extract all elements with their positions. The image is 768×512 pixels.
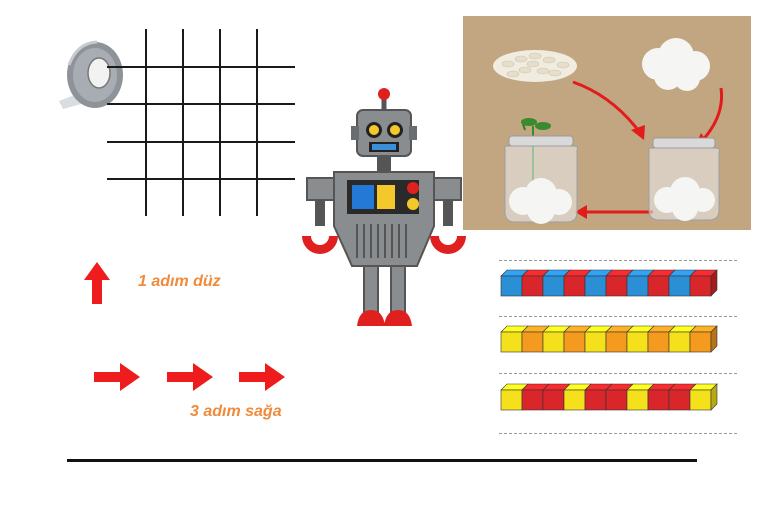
cube-blue <box>542 269 571 297</box>
cube-side <box>710 383 718 411</box>
right-arrow-icon <box>167 363 213 391</box>
cube-pattern-row <box>500 325 718 353</box>
baseline-divider <box>67 459 697 462</box>
cube-pattern-row <box>500 269 718 297</box>
cube-blue <box>626 269 655 297</box>
cube-yellow <box>500 325 529 353</box>
duct-tape-icon <box>59 40 123 109</box>
cube-red <box>647 383 676 411</box>
cube-red <box>605 269 634 297</box>
germination-photo <box>463 16 751 230</box>
jar-with-sprout <box>504 118 578 224</box>
up-arrow-icon <box>84 262 110 304</box>
cube-orange <box>689 325 718 353</box>
cube-orange <box>605 325 634 353</box>
cube-pattern-row <box>500 383 718 411</box>
beans-pile <box>493 50 577 82</box>
cube-red <box>605 383 634 411</box>
cube-yellow <box>500 383 529 411</box>
cube-orange <box>563 325 592 353</box>
right-instruction-label: 3 adım sağa <box>190 403 282 420</box>
cube-red <box>542 383 571 411</box>
cube-yellow <box>689 383 718 411</box>
cube-blue <box>500 269 529 297</box>
cube-red <box>521 269 550 297</box>
jar-with-cotton <box>648 137 720 221</box>
cube-blue <box>668 269 697 297</box>
cube-red <box>521 383 550 411</box>
forward-instruction-label: 1 adım düz <box>138 273 221 290</box>
robot-illustration <box>302 88 466 326</box>
cube-orange <box>521 325 550 353</box>
right-arrow-icon <box>239 363 285 391</box>
cube-red <box>563 269 592 297</box>
cube-side <box>710 269 718 297</box>
cube-red <box>647 269 676 297</box>
cube-yellow <box>626 325 655 353</box>
cube-yellow <box>668 325 697 353</box>
cube-side <box>710 325 718 353</box>
right-arrow-icon <box>94 363 140 391</box>
cube-orange <box>647 325 676 353</box>
cube-red <box>584 383 613 411</box>
